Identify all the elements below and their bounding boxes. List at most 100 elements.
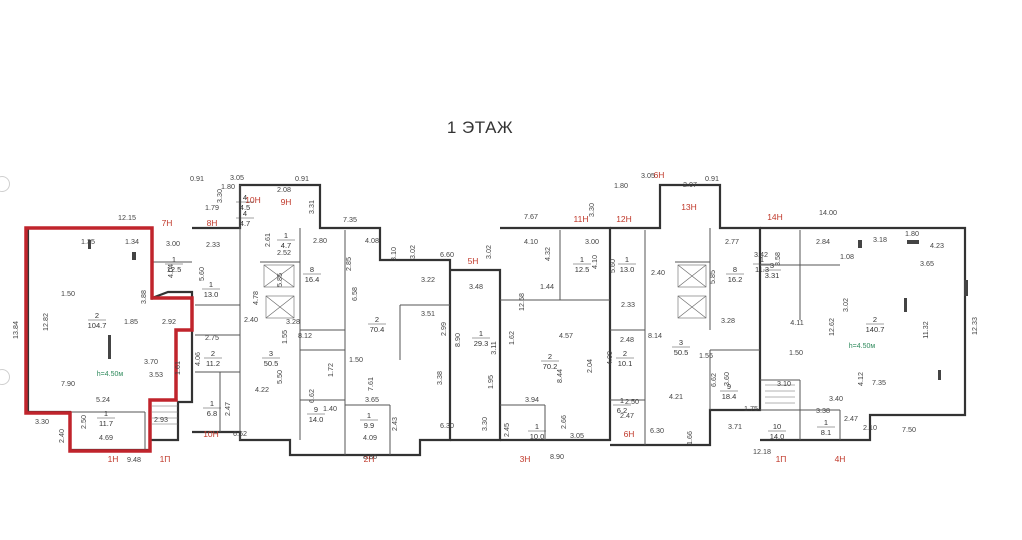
dimension-label: 3.65 xyxy=(920,259,934,268)
unit-label: 8Н xyxy=(207,218,218,228)
dimension-label: 12.58 xyxy=(517,293,526,311)
room-number: 2 xyxy=(623,349,627,358)
dimension-label: 3.38 xyxy=(435,371,444,385)
dimension-label: 2.84 xyxy=(816,237,830,246)
dimension-label: 2.43 xyxy=(390,417,399,431)
dimension-label: 3.58 xyxy=(773,252,782,266)
dimension-label: 6.62 xyxy=(709,373,718,387)
dimension-label: 4.09 xyxy=(363,433,377,442)
room-area: 104.7 xyxy=(88,321,107,330)
dimension-label: 6.62 xyxy=(307,389,316,403)
dimension-label: 8.86 xyxy=(363,452,377,461)
dimension-label: 1.50 xyxy=(61,289,75,298)
dimension-label: 3.11 xyxy=(489,341,498,354)
dimension-label: 2.47 xyxy=(620,411,634,420)
unit-label: 6Н xyxy=(624,429,635,439)
dimension-label: 6.62 xyxy=(233,429,247,438)
room-number: 1 xyxy=(209,280,213,289)
dimension-label: 14.00 xyxy=(819,208,837,217)
dimension-label: 2.92 xyxy=(162,317,176,326)
dimension-label: 7.50 xyxy=(902,425,916,434)
dimension-label: 12.82 xyxy=(41,313,50,331)
dimension-label: 2.50 xyxy=(625,397,639,406)
room-area: 11.7 xyxy=(99,419,113,428)
room-area: 12.5 xyxy=(575,265,590,274)
unit-label: 7Н xyxy=(162,218,173,228)
dimension-label: 3.38 xyxy=(816,406,830,415)
columns xyxy=(88,240,968,380)
dimension-label: 7.61 xyxy=(366,377,375,391)
unit-label: 5Н xyxy=(468,256,479,266)
room-area: 18.4 xyxy=(722,392,737,401)
dimension-label: 3.30 xyxy=(35,417,49,426)
dimension-label: 3.40 xyxy=(829,394,843,403)
dimension-label: 8.12 xyxy=(298,331,312,340)
dimension-label: 2.45 xyxy=(502,423,511,437)
room-number: 2 xyxy=(873,315,877,324)
dimension-label: 3.28 xyxy=(721,316,735,325)
dimension-label: 3.05 xyxy=(570,431,584,440)
room-number: 1 xyxy=(104,409,108,418)
room-number: 4 xyxy=(243,193,247,202)
room-area: 4.7 xyxy=(281,241,291,250)
dimension-label: 1.80 xyxy=(221,182,235,191)
room-area: 16.2 xyxy=(728,275,743,284)
room-number: 1 xyxy=(824,418,828,427)
dimension-label: 2.47 xyxy=(844,414,858,423)
room-number: 1 xyxy=(580,255,584,264)
room-number: 1 xyxy=(210,399,214,408)
dimension-label: 2.33 xyxy=(206,240,220,249)
room-area: 50.5 xyxy=(264,359,279,368)
dimension-label: 1.62 xyxy=(507,331,516,345)
dimension-label: 1.61 xyxy=(173,361,182,375)
room-area: 3.31 xyxy=(765,271,780,280)
dimension-label: 1.75 xyxy=(744,404,758,413)
dimension-label: 6.58 xyxy=(350,287,359,301)
dimension-label: 0.91 xyxy=(190,174,204,183)
dimension-label: 4.08 xyxy=(365,236,379,245)
dimension-label: 4.69 xyxy=(99,433,113,442)
dimension-label: 3.02 xyxy=(841,298,850,312)
dimension-label: 4.23 xyxy=(930,241,944,250)
dimension-label: 3.05 xyxy=(641,171,655,180)
room-number: 2 xyxy=(95,311,99,320)
dimension-label: 3.00 xyxy=(166,239,180,248)
dimension-label: 3.42 xyxy=(754,250,768,259)
room-number: 1 xyxy=(284,231,288,240)
unit-label: 14Н xyxy=(767,212,783,222)
room-number: 8 xyxy=(733,265,737,274)
dimension-label: 2.40 xyxy=(244,315,258,324)
dimension-label: 1.56 xyxy=(699,351,713,360)
unit-label: 3Н xyxy=(520,454,531,464)
dimension-label: 2.07 xyxy=(683,180,697,189)
room-area: 70.4 xyxy=(370,325,385,334)
dimension-label: 4.32 xyxy=(543,247,552,261)
dimension-label: 8.44 xyxy=(555,369,564,383)
dimension-label: 4.06 xyxy=(193,352,202,366)
room-area: 140.7 xyxy=(866,325,885,334)
room-area: 10.0 xyxy=(530,432,545,441)
dimension-label: 1.44 xyxy=(540,282,554,291)
room-number: 1 xyxy=(625,255,629,264)
dimension-label: 2.99 xyxy=(439,322,448,336)
dimension-label: 4.10 xyxy=(590,255,599,269)
dimension-label: 6.60 xyxy=(440,250,454,259)
room-area: 29.3 xyxy=(474,339,489,348)
dimension-label: 4.78 xyxy=(251,291,260,305)
dimension-label: 0.91 xyxy=(705,174,719,183)
unit-label: 12Н xyxy=(616,214,632,224)
dimension-label: 2.77 xyxy=(725,237,739,246)
room-area: 6.8 xyxy=(207,409,217,418)
room-number: 8 xyxy=(310,265,314,274)
room-area: 4.7 xyxy=(240,219,250,228)
dimension-label: 4.57 xyxy=(559,331,573,340)
dimension-label: 3.05 xyxy=(230,173,244,182)
dimension-label: 7.35 xyxy=(343,215,357,224)
dimension-label: 2.33 xyxy=(621,300,635,309)
dimension-label: 2.80 xyxy=(313,236,327,245)
room-area: 11.3 xyxy=(755,265,769,274)
dimension-label: 11.32 xyxy=(921,321,930,338)
unit-label: 10Н xyxy=(245,195,261,205)
dimension-label: 4.21 xyxy=(669,392,683,401)
